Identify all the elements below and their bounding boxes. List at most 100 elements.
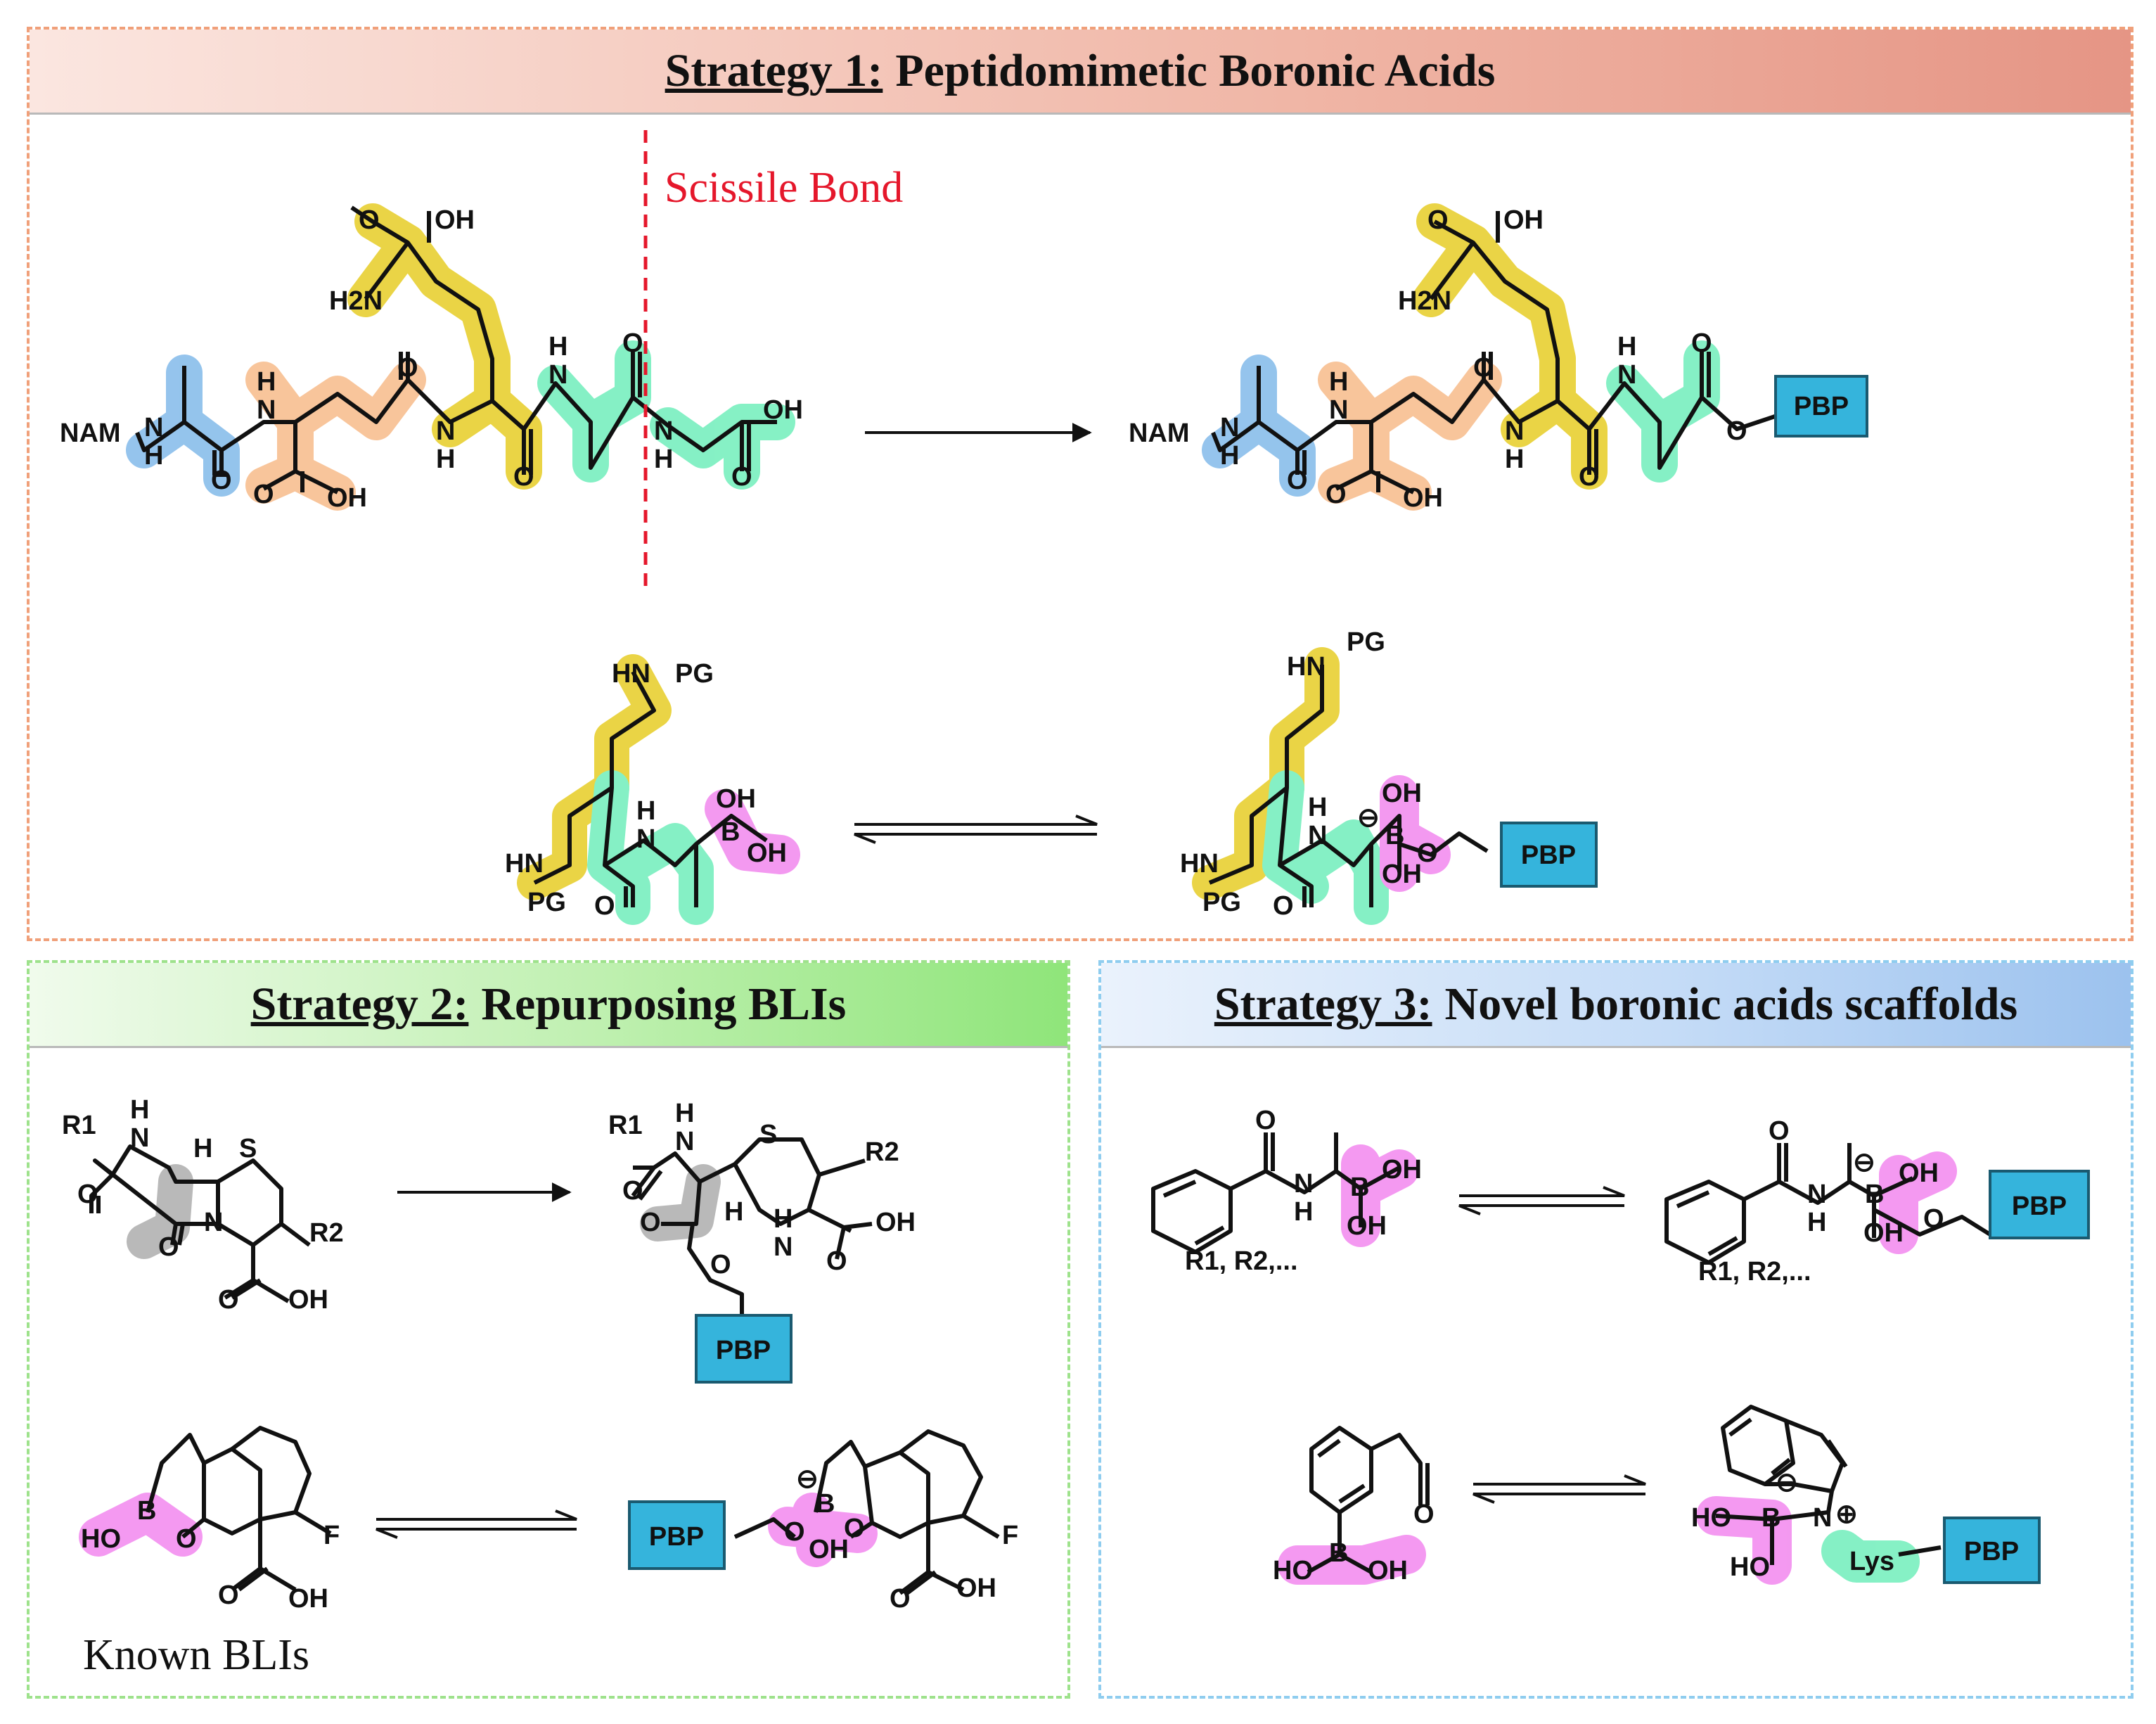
atom-n: N [1813, 1503, 1832, 1533]
atom-oh: OH [435, 205, 475, 235]
equilibrium-s2 [376, 1509, 577, 1539]
strategy-2-label: Strategy 2: [250, 978, 469, 1030]
equilibrium-s3-top [1458, 1186, 1625, 1215]
pbp-box-s3-bottom [1943, 1517, 2041, 1584]
strategy-3-header: Strategy 3: Novel boronic acids scaffold… [1101, 963, 2131, 1048]
atom-r2: R2 [309, 1218, 344, 1248]
atom-oh: OH [809, 1535, 849, 1564]
atom-h: H [636, 796, 655, 826]
atom-pg: PG [1347, 627, 1385, 657]
atom-o: O [1579, 462, 1600, 492]
pbp-box-s1-top [1774, 375, 1868, 438]
atom-o: O [1417, 838, 1438, 868]
atom-r1: R1 [608, 1111, 643, 1140]
atom-h: H [436, 445, 455, 474]
atom-n: N [1220, 413, 1239, 442]
atom-o: O [710, 1250, 731, 1279]
atom-oh: OH [1503, 205, 1544, 235]
atom-n: N [436, 416, 455, 446]
atom-h: H [675, 1099, 694, 1128]
atom-n: N [1505, 416, 1524, 446]
atom-o: O [890, 1584, 911, 1614]
atom-ho: HO [1691, 1503, 1731, 1533]
atom-n: N [130, 1123, 149, 1153]
atom-r-list: R1, R2,... [1698, 1257, 1811, 1286]
atom-n: N [257, 395, 276, 425]
atom-o: O [359, 205, 380, 235]
atom-n: N [1329, 395, 1348, 425]
atom-oh: OH [1382, 860, 1422, 889]
nam-label: NAM [1129, 419, 1190, 448]
strategy-3-title: Novel boronic acids scaffolds [1444, 978, 2018, 1030]
reaction-arrows [376, 423, 1646, 1539]
atom-s: S [239, 1134, 257, 1163]
pbp-box-s2-top [695, 1314, 793, 1384]
atom-hn: HN [1180, 849, 1219, 879]
atom-ho: HO [81, 1524, 121, 1554]
atom-n: N [636, 824, 655, 854]
dala-highlight-2 [650, 404, 795, 490]
atom-oh: OH [1899, 1158, 1939, 1188]
atom-o: O [844, 1514, 865, 1543]
atom-o: O [218, 1285, 239, 1315]
atom-o: O [640, 1208, 661, 1237]
atom-o: O [253, 480, 274, 509]
atom-o: O [784, 1517, 805, 1547]
atom-o: O [594, 891, 615, 921]
atom-h: H [1220, 441, 1239, 471]
atom-oh: OH [1347, 1211, 1387, 1241]
atom-b: B [721, 817, 740, 847]
atom-n: N [1617, 360, 1636, 390]
atom-h2n: H2N [329, 286, 383, 316]
atom-pg: PG [1202, 888, 1241, 917]
strategy-1-panel: Strategy 1: Peptidomimetic Boronic Acids [27, 27, 2133, 941]
atom-o: O [77, 1180, 98, 1209]
atom-oh: OH [1863, 1218, 1904, 1248]
nam-label: NAM [60, 419, 121, 448]
atom-h: H [774, 1204, 793, 1234]
atom-o: O [1427, 205, 1449, 235]
pbp-label-s3-bottom: PBP [1964, 1537, 2019, 1566]
atom-pg: PG [675, 659, 714, 689]
atom-b: B [1385, 821, 1404, 850]
atom-h: H [1308, 793, 1327, 822]
atom-minus: ⊖ [796, 1464, 819, 1494]
atom-oh: OH [875, 1208, 916, 1237]
atom-oh: OH [716, 784, 756, 814]
atom-o: O [826, 1246, 847, 1276]
atom-h: H [1294, 1197, 1313, 1227]
atom-b: B [137, 1496, 156, 1526]
atom-oh: OH [1368, 1556, 1408, 1585]
pbp-label-s1-top: PBP [1794, 392, 1849, 421]
atom-o: O [513, 462, 534, 492]
atom-o: O [1413, 1500, 1435, 1529]
atom-h: H [1505, 445, 1524, 474]
atom-h: H [144, 441, 163, 471]
atom-hn: HN [1287, 652, 1326, 682]
equilibrium-s1 [854, 815, 1098, 844]
atom-h2n: H2N [1398, 286, 1451, 316]
atom-plus: ⊕ [1835, 1500, 1858, 1529]
atom-hn: HN [505, 849, 544, 879]
bond-skeletons [89, 205, 1991, 1595]
atom-oh: OH [327, 483, 367, 513]
atom-o: O [1287, 466, 1308, 495]
atom-o: O [622, 328, 643, 358]
atom-h: H [1329, 367, 1348, 397]
atom-n: N [1308, 821, 1327, 850]
atom-o: O [731, 462, 752, 492]
atom-n: N [144, 413, 163, 442]
atom-minus: ⊖ [1776, 1468, 1798, 1498]
atom-oh: OH [763, 395, 803, 425]
equilibrium-s3-bottom [1472, 1474, 1646, 1504]
atom-h: H [548, 332, 567, 362]
strategy-1-label: Strategy 1: [665, 45, 883, 96]
pbp-box-s1-bottom [1500, 822, 1598, 888]
atom-labels: NAM N H O H N O OH O O OH H2N N H O H N … [60, 205, 1944, 1614]
atom-o: O [176, 1524, 197, 1554]
atom-b: B [1329, 1538, 1348, 1568]
pbp-boxes: PBP PBP PBP PBP PBP PBP [628, 375, 2090, 1584]
atom-ho: HO [1730, 1552, 1770, 1582]
atom-h: H [724, 1197, 743, 1227]
atom-h: H [193, 1134, 212, 1163]
